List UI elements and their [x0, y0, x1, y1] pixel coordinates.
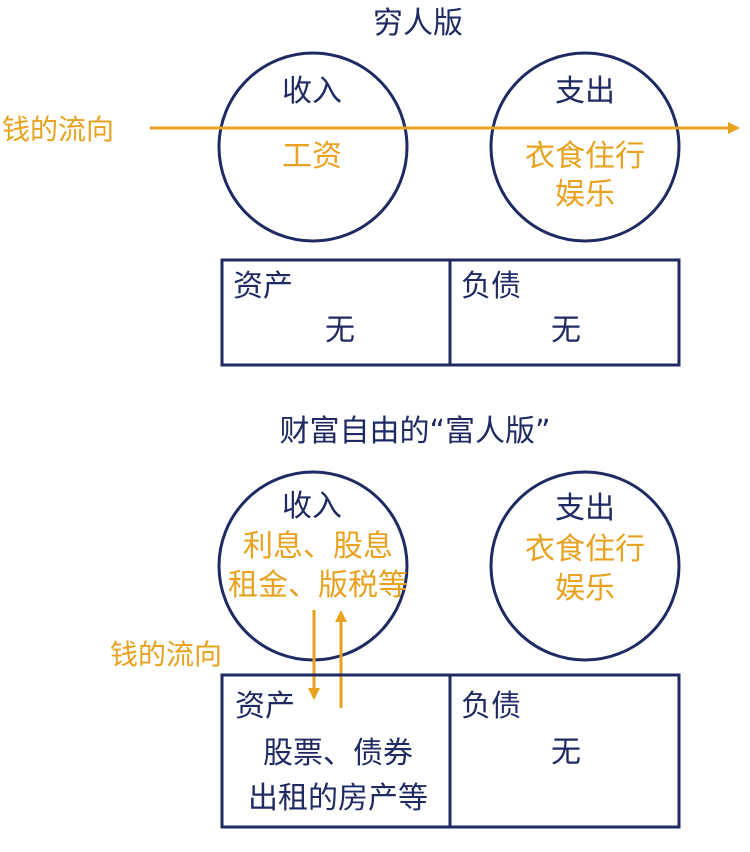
- rich-liabilities-item-1: 无: [551, 735, 581, 770]
- rich-income-item-2: 租金、版税等: [228, 568, 408, 603]
- rich-assets-item-2: 出租的房产等: [248, 781, 428, 816]
- poor-liabilities-item-1: 无: [551, 313, 581, 348]
- poor-income-circle: [217, 51, 409, 243]
- rich-expense-item-1: 衣食住行: [525, 532, 645, 567]
- poor-assets-label: 资产: [233, 269, 293, 304]
- rich-expense-item-2: 娱乐: [555, 571, 615, 606]
- rich-assets-item-1: 股票、债券: [263, 736, 413, 771]
- poor-income-item-1: 工资: [282, 139, 342, 174]
- rich-liabilities-label: 负债: [461, 689, 521, 724]
- rich-money-flow-label: 钱的流向: [110, 638, 222, 671]
- rich-income-item-1: 利息、股息: [243, 529, 393, 564]
- poor-expense-item-2: 娱乐: [555, 177, 615, 212]
- poor-expense-item-1: 衣食住行: [525, 139, 645, 174]
- rich-title: 财富自由的“富人版”: [279, 414, 550, 449]
- rich-expense-label: 支出: [555, 491, 615, 526]
- rich-income-label: 收入: [282, 489, 342, 524]
- poor-title: 穷人版: [373, 6, 463, 41]
- rich-expense-circle: [489, 470, 681, 662]
- poor-money-flow-label: 钱的流向: [2, 113, 114, 146]
- poor-assets-item-1: 无: [325, 313, 355, 348]
- poor-income-label: 收入: [282, 74, 342, 109]
- poor-liabilities-label: 负债: [461, 269, 521, 304]
- rich-assets-label: 资产: [235, 689, 295, 724]
- poor-expense-circle: [489, 51, 681, 243]
- poor-expense-label: 支出: [555, 74, 615, 109]
